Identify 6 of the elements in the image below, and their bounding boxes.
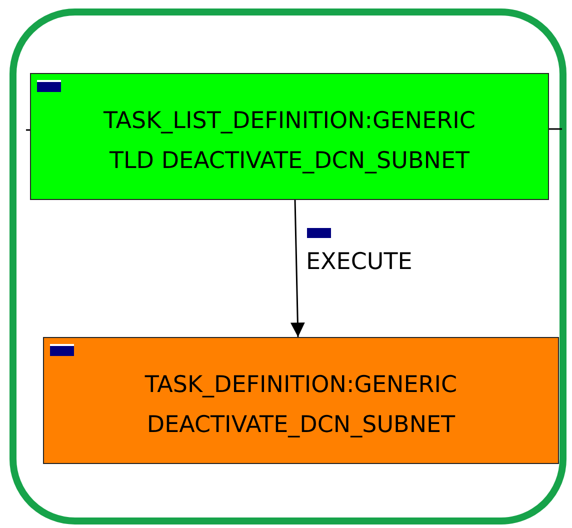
node-title: TASK_DEFINITION:GENERIC: [144, 373, 458, 398]
node-title: DEACTIVATE_DCN_SUBNET: [146, 412, 456, 438]
node-title: TLD DEACTIVATE_DCN_SUBNET: [109, 148, 470, 174]
node-title: TASK_LIST_DEFINITION:GENERIC: [104, 109, 476, 134]
task-box: [43, 337, 559, 464]
task-box: [30, 73, 549, 200]
